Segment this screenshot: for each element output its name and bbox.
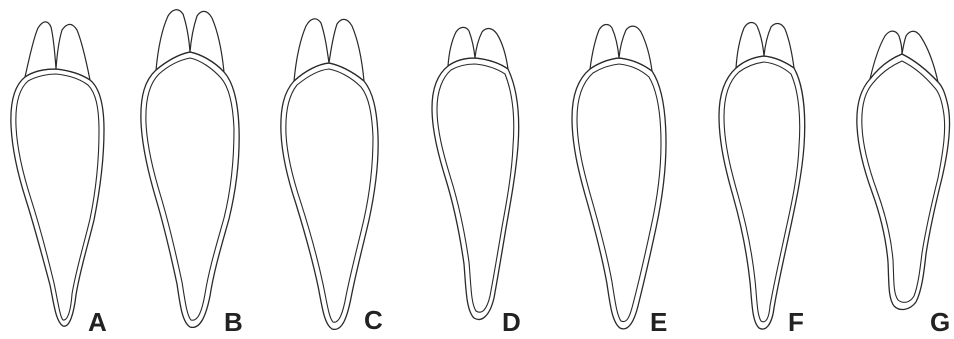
body-outline [572,58,666,329]
panel-d: D [432,27,521,337]
body-outline [281,63,378,329]
body-outline [141,52,239,327]
panel-e: E [572,24,667,337]
panel-label-e: E [650,307,667,337]
apical-lobes [294,19,364,81]
panel-c: C [281,19,383,335]
body-outline [857,54,950,309]
apical-lobes [870,31,938,82]
body-outline [432,58,519,319]
panel-label-d: D [502,307,521,337]
panel-f: F [719,22,805,337]
panel-label-c: C [364,305,383,335]
apical-lobes [25,22,90,80]
panel-b: B [141,10,243,337]
panel-label-a: A [88,307,107,337]
body-outline [719,56,805,329]
body-outline [11,69,104,326]
apical-lobes [448,27,508,69]
panel-g: G [857,31,950,337]
panel-label-g: G [930,307,950,337]
panel-label-f: F [788,307,804,337]
panel-label-b: B [224,307,243,337]
panel-a: A [11,22,107,337]
